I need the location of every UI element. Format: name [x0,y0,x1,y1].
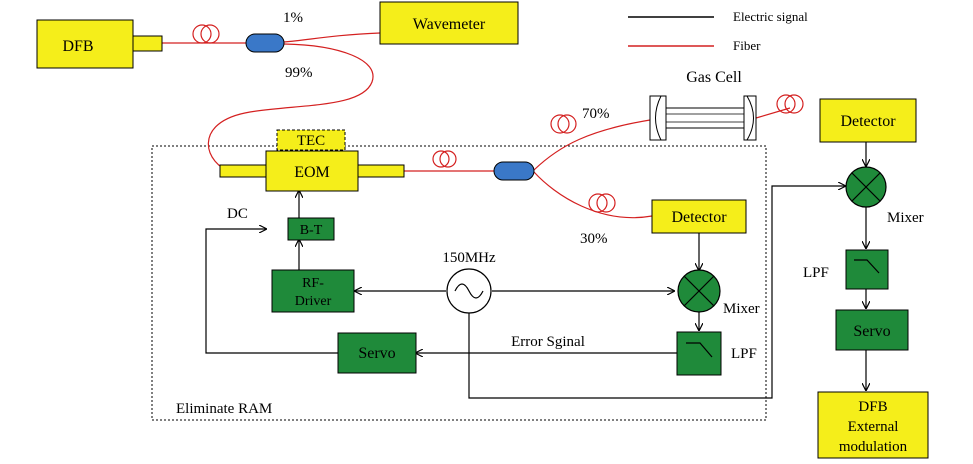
detector-right-label: Detector [840,113,896,130]
servo-right-label: Servo [853,323,890,340]
legend-fiber-label: Fiber [733,38,761,53]
rf-driver-block: RF- Driver [271,269,355,313]
wavemeter-label: Wavemeter [413,16,486,33]
lpf-right-label: LPF [803,265,829,281]
rf-driver-label-1: RF- [302,276,324,291]
wavemeter-block: Wavemeter [379,1,519,45]
rf-driver-label-2: Driver [295,294,332,309]
error-signal-label: Error Sginal [511,334,585,350]
fiber-paths [162,24,804,219]
bias-tee-block: B-T [287,217,335,241]
eom-block: EOM [219,150,405,192]
dfb-ext-label-3: modulation [839,439,908,455]
pct-99-label: 99% [285,65,313,81]
servo-main-label: Servo [358,345,395,362]
freq-label: 150MHz [442,250,496,266]
lpf-main: LPF [676,331,757,376]
pct-70-label: 70% [582,106,610,122]
servo-main: Servo [337,332,417,374]
mixer-right: Mixer [845,166,924,226]
electric-paths [205,142,866,399]
pct-30-label: 30% [580,231,608,247]
gas-cell: Gas Cell [649,69,757,141]
bt-label: B-T [300,223,323,238]
oscillator-150mhz: 150MHz [442,250,496,314]
sine-wave-icon [454,283,484,299]
detector-right: Detector [819,98,917,143]
eliminate-ram-label: Eliminate RAM [176,401,272,417]
legend-electric-label: Electric signal [733,9,808,24]
fiber-coupler-1 [245,33,285,53]
fiber-coupler-2 [493,161,535,181]
dfb-external-modulation: DFB External modulation [817,391,929,459]
mixer-main: Mixer [677,269,760,317]
mixer-right-label: Mixer [887,210,924,226]
eom-label: EOM [294,164,330,181]
legend: Electric signal Fiber [628,9,808,53]
lowpass-icon [686,342,713,358]
servo-right: Servo [835,309,909,351]
dc-label: DC [227,206,248,222]
detector-main-label: Detector [671,209,727,226]
lpf-right: LPF [803,249,889,290]
lowpass-icon-right [854,259,880,274]
lpf-main-label: LPF [731,346,757,362]
tec-block: TEC [276,129,346,151]
mixer-main-label: Mixer [723,301,760,317]
tec-label: TEC [297,133,325,149]
dfb-ext-label-2: External [848,419,899,435]
pct-1-label: 1% [283,10,303,26]
dfb-laser: DFB [36,19,163,69]
detector-main: Detector [651,199,747,234]
gas-cell-label: Gas Cell [686,69,742,86]
dfb-label: DFB [62,38,93,55]
dfb-ext-label-1: DFB [858,399,887,415]
